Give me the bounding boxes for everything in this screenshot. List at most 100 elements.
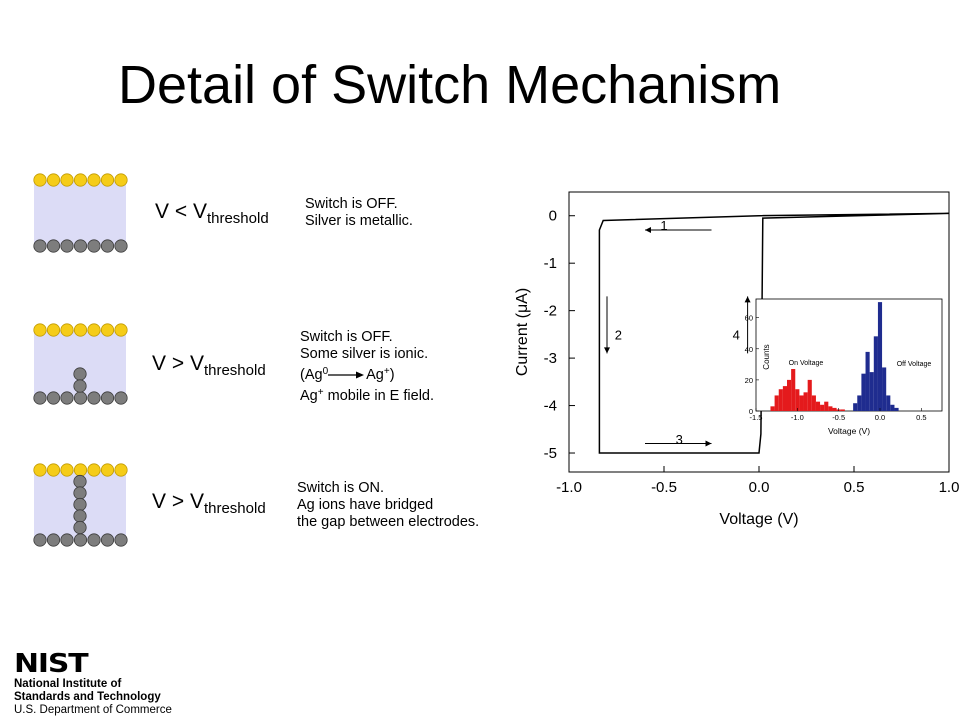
desc-line: Ag ions have bridged: [297, 497, 434, 513]
histogram-bar: [873, 336, 878, 411]
sweep-arrowhead: [705, 440, 712, 447]
gold-atom: [73, 173, 88, 187]
inset-y-tick-label: 0: [749, 407, 753, 416]
inset-y-tick-label: 60: [745, 314, 753, 323]
silver-atom: [114, 391, 128, 405]
electrode-gap-metallic: [33, 173, 128, 253]
gold-atom: [33, 173, 47, 187]
silver-atom: [73, 509, 87, 523]
histogram-bar: [824, 401, 829, 411]
histogram-bar: [770, 406, 775, 411]
histogram-bar: [828, 406, 833, 411]
y-tick-label: -3: [544, 350, 557, 367]
silver-atom: [73, 239, 88, 253]
sweep-step-label: 1: [660, 218, 667, 233]
y-tick-label: -4: [544, 398, 557, 415]
x-tick-label: 1.0: [939, 479, 960, 496]
silver-atom: [46, 533, 61, 547]
y-axis-label: Current (μA): [514, 288, 531, 376]
silver-atom: [46, 391, 61, 405]
histogram-bar: [890, 404, 895, 411]
histogram-bar: [882, 367, 887, 411]
silver-atom: [73, 497, 87, 512]
histogram-bar: [886, 395, 891, 411]
gold-atom: [60, 173, 74, 187]
histogram-bar: [832, 407, 837, 411]
silver-atom: [73, 533, 88, 547]
histogram-bar: [799, 395, 804, 411]
gold-atom: [114, 463, 128, 477]
histogram-bar: [861, 373, 866, 411]
slide-title: Detail of Switch Mechanism: [118, 55, 782, 115]
histogram-bar: [778, 389, 783, 411]
mobile-line: Ag+ mobile in E field.: [300, 387, 435, 404]
gold-atom: [114, 173, 128, 187]
desc-line: Silver is metallic.: [305, 213, 413, 229]
sweep-step-label: 4: [733, 327, 740, 342]
silver-atom: [100, 533, 115, 547]
histogram-bar: [853, 403, 858, 411]
silver-atom: [60, 533, 74, 547]
gold-atom: [60, 323, 74, 337]
logo-dept: U.S. Department of Commerce: [14, 704, 172, 716]
silver-stub: [73, 367, 87, 393]
gold-atom: [87, 323, 101, 337]
series-label-off: Off Voltage: [897, 361, 932, 368]
silver-atom: [33, 391, 47, 405]
histogram-bar: [815, 401, 821, 411]
inset-x-tick-label: 0.0: [875, 413, 885, 422]
histogram-bar: [774, 395, 779, 411]
gold-atom: [46, 323, 61, 337]
top-electrode: [33, 323, 128, 337]
sweep-arrowhead: [744, 296, 751, 303]
silver-atom: [60, 239, 74, 253]
bottom-electrode: [33, 533, 128, 547]
inset-x-tick-label: -1.0: [791, 413, 804, 422]
nist-wordmark: NIST: [14, 649, 89, 679]
silver-bridge: [73, 474, 87, 535]
gold-atom: [114, 323, 128, 337]
top-electrode: [33, 463, 128, 477]
logo-name-line: National Institute of: [14, 678, 122, 690]
condition-2: V > Vthreshold: [152, 352, 266, 379]
histogram-bar: [869, 372, 874, 411]
electrode-diagram-off-metallic: [30, 172, 130, 262]
silver-atom: [33, 533, 47, 547]
description-2: Switch is OFF. Some silver is ionic. (Ag…: [300, 329, 434, 405]
inset-x-tick-label: -0.5: [832, 413, 845, 422]
inset-bars: [770, 302, 899, 411]
histogram-bar: [820, 404, 825, 411]
series-label-on: On Voltage: [789, 360, 824, 367]
x-tick-label: 0.5: [844, 479, 865, 496]
histogram-bar: [782, 386, 787, 411]
electrode-diagram-off-ionic: [30, 318, 130, 415]
silver-atom: [73, 486, 87, 500]
gold-atom: [100, 463, 115, 477]
iv-curve: [598, 212, 950, 454]
silver-atom: [87, 239, 101, 253]
histogram-bar: [811, 395, 816, 411]
histogram-bar: [840, 409, 845, 411]
electrode-diagram-on-bridged: [30, 458, 130, 555]
silver-atom: [114, 533, 128, 547]
gold-atom: [100, 323, 115, 337]
gap-region: [34, 180, 126, 246]
histogram-bar: [877, 302, 883, 411]
x-axis-label: Voltage (V): [719, 511, 798, 528]
sweep-step-label: 2: [615, 327, 622, 342]
silver-atom: [87, 391, 101, 405]
description-3: Switch is ON. Ag ions have bridged the g…: [297, 480, 479, 531]
histogram-bar: [807, 379, 812, 411]
silver-atom: [73, 391, 88, 405]
sweep-arrowhead: [604, 347, 610, 354]
description-1: Switch is OFF. Silver is metallic.: [305, 196, 413, 230]
silver-atom: [114, 239, 128, 253]
y-tick-label: -1: [544, 255, 557, 272]
gold-atom: [60, 463, 74, 477]
desc-line: Switch is ON.: [297, 480, 385, 496]
inset-x-tick-label: -1.5: [750, 413, 763, 422]
logo-name-line: Standards and Technology: [14, 691, 161, 703]
x-tick-label: 0.0: [749, 479, 770, 496]
